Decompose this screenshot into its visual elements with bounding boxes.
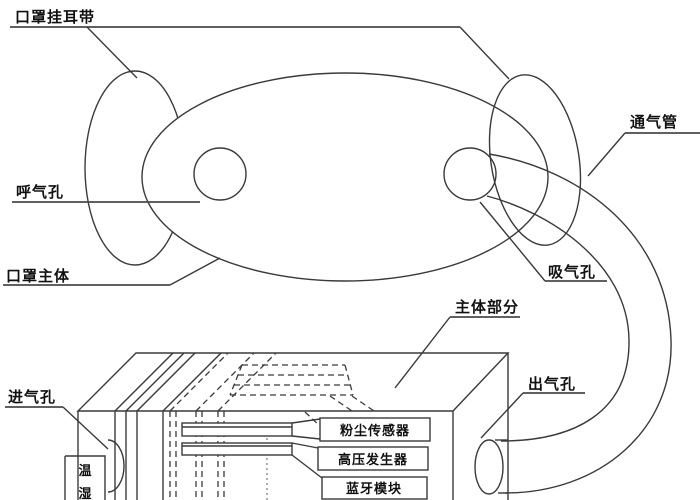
right-ear-loop-shape (488, 74, 582, 246)
exhale-hole-label: 呼气孔 (16, 183, 64, 201)
vent-tube-inner-line (486, 195, 630, 442)
hv-generator-box (317, 446, 429, 471)
electrode-plates (181, 418, 323, 479)
bluetooth-module-box (321, 476, 428, 500)
humidity-char-label: 湿 (78, 486, 91, 500)
air-inlet-label: 进气孔 (8, 388, 56, 406)
ear-strap-label: 口罩挂耳带 (15, 8, 95, 26)
hv-generator-label: 高压发生器 (338, 452, 408, 467)
mask-body-label: 口罩主体 (6, 267, 70, 285)
filter-layer-lines (114, 352, 222, 500)
temp-humidity-box: 温 湿 (64, 455, 106, 500)
device-box-top-face (76, 352, 510, 412)
bluetooth-module-label: 蓝牙模块 (346, 481, 402, 496)
leader-lines (3, 26, 700, 450)
dust-sensor-label: 粉尘传感器 (340, 423, 410, 438)
dust-sensor-box (319, 417, 431, 442)
hidden-component-dashed-outline (229, 364, 375, 427)
main-unit-label: 主体部分 (455, 298, 519, 316)
air-inlet-hole-shape (107, 439, 125, 493)
temp-char-label: 温 (78, 463, 91, 478)
inhale-hole-label: 吸气孔 (548, 263, 596, 281)
air-outlet-cylinder (474, 439, 508, 495)
vent-pipe-label: 通气管 (630, 113, 678, 131)
vent-tube-outer-line (488, 153, 672, 494)
exhale-hole-shape (193, 147, 247, 201)
air-outlet-label: 出气孔 (528, 375, 576, 393)
mask-body-shape (141, 72, 549, 282)
inhale-hole-shape (443, 147, 497, 201)
